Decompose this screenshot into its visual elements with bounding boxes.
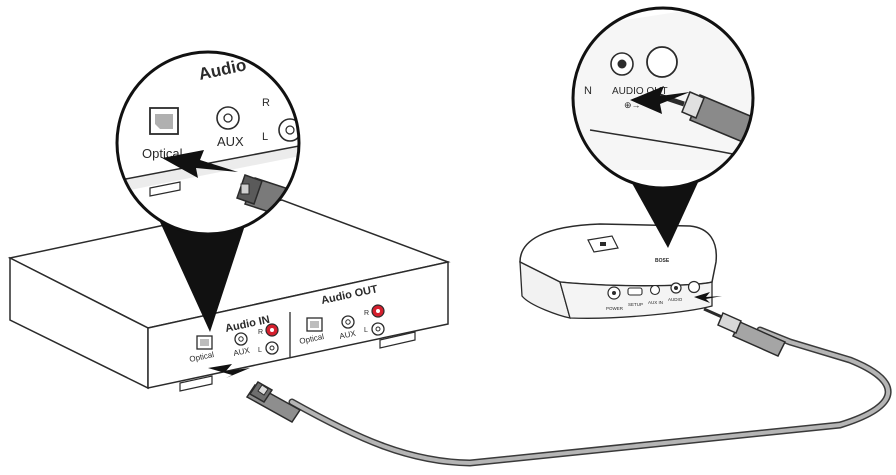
zoom-aux-label: AUX xyxy=(217,134,244,149)
zoom-optical-port xyxy=(149,107,179,135)
adapter-zoom-callout: N AUDIO OUT ⊕→ xyxy=(571,6,755,248)
in-aux-label: AUX xyxy=(233,346,252,358)
zoom-l-label: L xyxy=(262,131,268,143)
in-l-label: L xyxy=(258,347,262,354)
zoom-output-symbol-icon: ⊕→ xyxy=(624,100,641,110)
adapter-aux-in-port xyxy=(649,284,661,296)
bluetooth-adapter: BOSE POWER SETUP AUX IN AUDIO xyxy=(519,223,722,319)
adapter-aux-in-label: AUX IN xyxy=(648,300,663,305)
zoom-r-label: R xyxy=(262,97,270,109)
adapter-arrow-icon xyxy=(694,292,722,303)
receiver-arrow-icon xyxy=(208,364,250,378)
zoom-partial-label: N xyxy=(584,85,592,97)
in-r-label: R xyxy=(258,329,263,336)
zoom-second-port xyxy=(646,46,678,78)
adapter-setup-port xyxy=(627,287,643,296)
adapter-power-label: POWER xyxy=(606,306,624,311)
audio-cable xyxy=(288,326,892,467)
zoom-receiver-arrow-icon xyxy=(162,150,238,178)
zoom-adapter-arrow-icon xyxy=(630,86,690,114)
zoom-audio-out-label: AUDIO OUT xyxy=(612,86,668,97)
receiver-cable-plug xyxy=(245,381,302,423)
adapter-setup-label: SETUP xyxy=(628,302,643,307)
out-r-label: R xyxy=(364,310,369,317)
adapter-cable-plug xyxy=(703,307,787,357)
adapter-spdif-port xyxy=(687,280,701,294)
out-aux-label: AUX xyxy=(339,329,358,341)
adapter-brand-label: BOSE xyxy=(655,258,670,264)
receiver-zoom-callout: Audio Optical AUX R L xyxy=(115,50,301,332)
adapter-audio-label: AUDIO xyxy=(668,297,683,302)
out-l-label: L xyxy=(364,327,368,334)
